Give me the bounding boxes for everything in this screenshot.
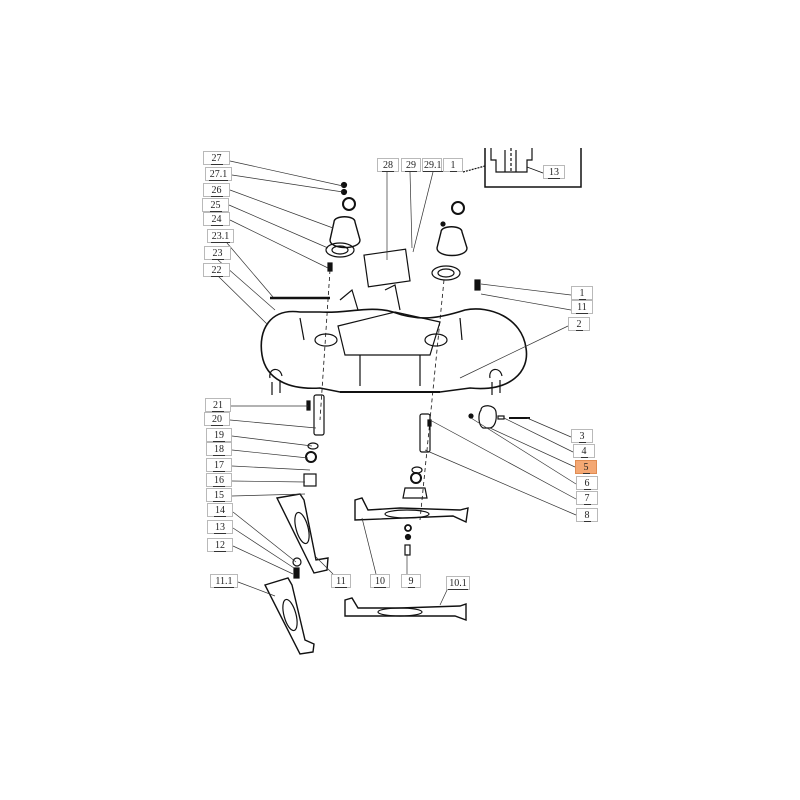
part-number: 27 bbox=[210, 153, 223, 165]
part-number: 20 bbox=[211, 414, 223, 426]
part-callout-11-1[interactable]: 11.1 bbox=[210, 574, 238, 588]
part-number: 23.1 bbox=[210, 231, 231, 243]
left-spindle-assembly bbox=[303, 181, 361, 487]
part-callout-29[interactable]: 29 bbox=[401, 158, 421, 172]
part-number: 24 bbox=[210, 214, 223, 226]
part-number: 11 bbox=[335, 576, 347, 588]
part-number: 25 bbox=[209, 200, 222, 212]
blades bbox=[263, 493, 469, 655]
part-number: 9 bbox=[407, 576, 415, 588]
part-callout-11[interactable]: 11 bbox=[571, 300, 593, 314]
part-callout-10-1[interactable]: 10.1 bbox=[446, 576, 470, 590]
part-number: 29.1 bbox=[423, 160, 443, 172]
part-number: 13 bbox=[548, 167, 560, 179]
inset-detail bbox=[462, 148, 582, 188]
part-callout-16[interactable]: 16 bbox=[206, 473, 232, 487]
part-callout-4[interactable]: 4 bbox=[573, 444, 595, 458]
part-number: 17 bbox=[213, 460, 225, 472]
part-callout-11[interactable]: 11 bbox=[331, 574, 351, 588]
part-number: 19 bbox=[213, 430, 225, 442]
part-callout-29-1[interactable]: 29.1 bbox=[422, 158, 443, 172]
part-callout-26[interactable]: 26 bbox=[203, 183, 230, 197]
part-callout-24[interactable]: 24 bbox=[203, 212, 230, 226]
guard-plate bbox=[363, 248, 411, 288]
part-callout-2[interactable]: 2 bbox=[568, 317, 590, 331]
mower-deck bbox=[260, 284, 528, 395]
part-callout-13[interactable]: 13 bbox=[543, 165, 565, 179]
part-callout-7[interactable]: 7 bbox=[576, 491, 598, 505]
part-number: 29 bbox=[405, 160, 417, 172]
part-number: 6 bbox=[583, 478, 591, 490]
part-number: 5 bbox=[582, 462, 590, 474]
part-callout-8[interactable]: 8 bbox=[576, 508, 598, 522]
part-callout-13[interactable]: 13 bbox=[207, 520, 233, 534]
part-number: 1 bbox=[449, 160, 457, 172]
part-callout-28[interactable]: 28 bbox=[377, 158, 399, 172]
part-callout-14[interactable]: 14 bbox=[207, 503, 233, 517]
part-callout-17[interactable]: 17 bbox=[206, 458, 232, 472]
part-number: 26 bbox=[210, 185, 223, 197]
part-callout-3[interactable]: 3 bbox=[571, 429, 593, 443]
part-number: 7 bbox=[583, 493, 591, 505]
part-callout-10[interactable]: 10 bbox=[370, 574, 390, 588]
part-callout-12[interactable]: 12 bbox=[207, 538, 233, 552]
part-number: 11 bbox=[576, 302, 588, 314]
part-number: 8 bbox=[583, 510, 591, 522]
right-spindle-assembly bbox=[402, 201, 481, 556]
part-number: 14 bbox=[214, 505, 226, 517]
part-number: 15 bbox=[213, 490, 225, 502]
part-callout-6[interactable]: 6 bbox=[576, 476, 598, 490]
part-number: 28 bbox=[382, 160, 394, 172]
part-callout-9[interactable]: 9 bbox=[401, 574, 421, 588]
part-number: 23 bbox=[211, 248, 224, 260]
part-number: 22 bbox=[210, 265, 223, 277]
part-number: 21 bbox=[212, 400, 224, 412]
part-number: 10.1 bbox=[448, 578, 468, 590]
part-number: 12 bbox=[214, 540, 226, 552]
part-callout-23[interactable]: 23 bbox=[204, 246, 231, 260]
leader-lines bbox=[217, 160, 577, 606]
part-number: 18 bbox=[213, 444, 225, 456]
part-callout-15[interactable]: 15 bbox=[206, 488, 232, 502]
part-number: 11.1 bbox=[214, 576, 234, 588]
part-number: 16 bbox=[213, 475, 225, 487]
part-callout-27-1[interactable]: 27.1 bbox=[205, 167, 232, 181]
part-number: 2 bbox=[575, 319, 583, 331]
part-callout-27[interactable]: 27 bbox=[203, 151, 230, 165]
part-number: 10 bbox=[374, 576, 386, 588]
part-callout-21[interactable]: 21 bbox=[205, 398, 231, 412]
part-callout-18[interactable]: 18 bbox=[206, 442, 232, 456]
part-callout-20[interactable]: 20 bbox=[204, 412, 230, 426]
part-number: 4 bbox=[580, 446, 588, 458]
part-callout-23-1[interactable]: 23.1 bbox=[207, 229, 234, 243]
part-number: 13 bbox=[214, 522, 226, 534]
part-number: 27.1 bbox=[208, 169, 229, 181]
part-callout-19[interactable]: 19 bbox=[206, 428, 232, 442]
roller-assembly bbox=[468, 405, 530, 429]
part-callout-1[interactable]: 1 bbox=[443, 158, 463, 172]
part-number: 3 bbox=[578, 431, 586, 443]
part-callout-22[interactable]: 22 bbox=[203, 263, 230, 277]
part-number: 1 bbox=[578, 288, 586, 300]
part-callout-5[interactable]: 5 bbox=[575, 460, 597, 474]
part-callout-1[interactable]: 1 bbox=[571, 286, 593, 300]
part-callout-25[interactable]: 25 bbox=[202, 198, 229, 212]
